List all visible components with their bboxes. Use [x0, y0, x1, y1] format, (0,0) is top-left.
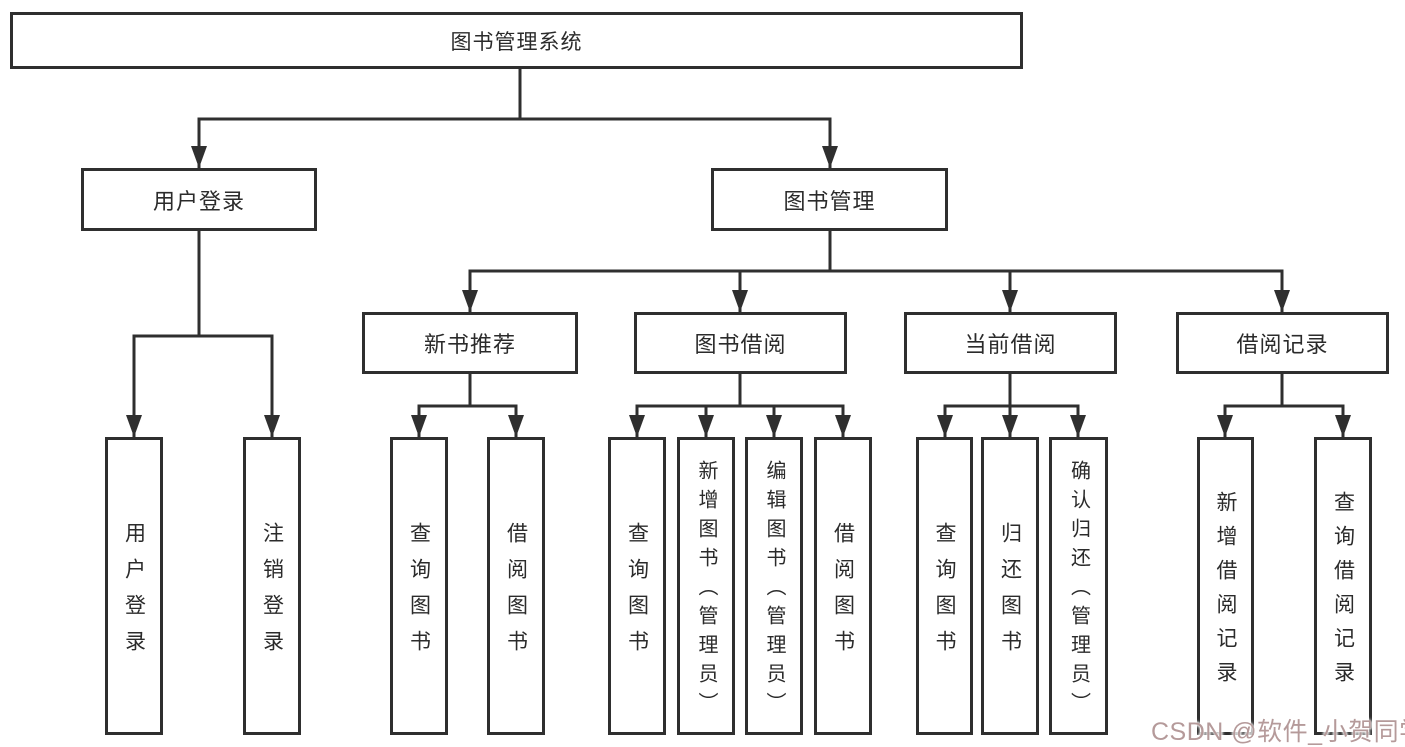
node-label: 用户登录	[122, 521, 146, 666]
node-label: 用户登录	[152, 188, 245, 214]
leaf-query-books-current: 查询图书	[916, 437, 973, 735]
node-label: 借阅图书	[831, 521, 855, 666]
node-label: 图书借阅	[694, 332, 787, 357]
node-label: 新书推荐	[423, 332, 516, 357]
leaf-edit-book-admin: 编辑图书（管理员）	[745, 437, 803, 735]
node-borrowing-records: 借阅记录	[1176, 312, 1389, 374]
node-book-borrowing: 图书借阅	[634, 312, 847, 374]
leaf-query-books-borrowing: 查询图书	[608, 437, 666, 735]
node-label: 新增借阅记录	[1214, 490, 1237, 695]
leaf-user-login: 用户登录	[105, 437, 163, 735]
node-root: 图书管理系统	[10, 12, 1023, 69]
node-current-borrowing: 当前借阅	[904, 312, 1117, 374]
node-label: 查询图书	[625, 521, 649, 666]
leaf-return-books: 归还图书	[981, 437, 1039, 735]
node-label: 新增图书（管理员）	[695, 460, 717, 721]
leaf-query-books-recommend: 查询图书	[390, 437, 448, 735]
node-new-book-recommendation: 新书推荐	[362, 312, 578, 374]
node-label: 借阅图书	[504, 521, 528, 666]
node-label: 注销登录	[260, 521, 284, 666]
node-label: 图书管理系统	[450, 30, 583, 54]
csdn-watermark: CSDN @软件_小贺同学	[1151, 718, 1405, 746]
leaf-logout: 注销登录	[243, 437, 301, 735]
connector-shafts	[132, 68, 1345, 437]
arrowheads	[126, 146, 1351, 437]
node-label: 确认归还（管理员）	[1067, 460, 1090, 721]
node-label: 图书管理	[783, 188, 876, 214]
leaf-confirm-return-admin: 确认归还（管理员）	[1049, 437, 1108, 735]
leaf-add-book-admin: 新增图书（管理员）	[677, 437, 735, 735]
leaf-query-borrow-record: 查询借阅记录	[1314, 437, 1372, 735]
node-label: 当前借阅	[964, 332, 1057, 357]
node-label: 借阅记录	[1236, 332, 1329, 357]
leaf-add-borrow-record: 新增借阅记录	[1197, 437, 1254, 735]
node-label: 查询图书	[933, 521, 956, 666]
node-user-login: 用户登录	[81, 168, 317, 231]
node-book-management: 图书管理	[711, 168, 948, 231]
node-label: 查询图书	[407, 521, 431, 666]
node-label: 查询借阅记录	[1331, 490, 1355, 695]
leaf-borrow-books-recommend: 借阅图书	[487, 437, 545, 735]
node-label: 归还图书	[998, 521, 1022, 666]
leaf-borrow-books-borrowing: 借阅图书	[814, 437, 872, 735]
node-label: 编辑图书（管理员）	[763, 460, 785, 721]
